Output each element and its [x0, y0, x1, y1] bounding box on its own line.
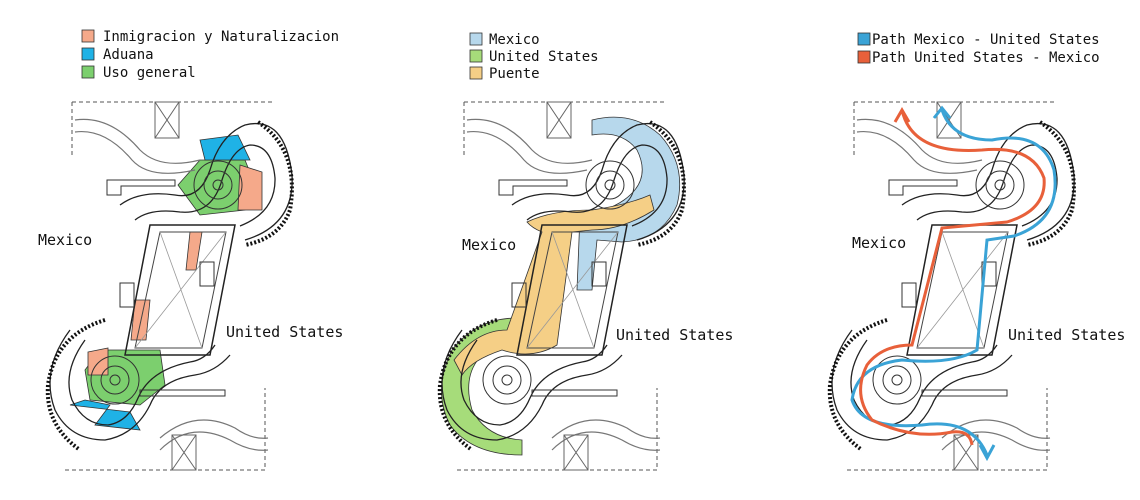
- legend-label-general: Uso general: [103, 65, 196, 81]
- legend-swatch-bridge: [469, 66, 483, 80]
- legend-label-mexico: Mexico: [489, 32, 540, 48]
- circulation-paths: [850, 105, 1057, 462]
- plan-drawing-3: [827, 100, 1077, 472]
- zone-immigration-lower: [87, 347, 109, 376]
- country-label-mexico: Mexico: [38, 231, 92, 249]
- country-label-mexico: Mexico: [462, 236, 516, 254]
- legend-swatch-immigration: [81, 29, 95, 43]
- legend-label-path-us-mx: Path United States - Mexico: [872, 50, 1100, 66]
- legend-swatch-path-mx-us: [857, 32, 871, 46]
- legend-label-immigration: Inmigracion y Naturalizacion: [103, 29, 339, 45]
- panel-program: Inmigracion y Naturalizacion Aduana Uso …: [38, 29, 343, 472]
- panel-paths: Path Mexico - United States Path United …: [827, 32, 1125, 472]
- legend-label-customs: Aduana: [103, 47, 154, 63]
- legend-swatch-path-us-mx: [857, 50, 871, 64]
- zone-customs-upper: [199, 134, 251, 161]
- legend-swatch-general: [81, 65, 95, 79]
- legend-swatch-mexico: [469, 32, 483, 46]
- legend-label-path-mx-us: Path Mexico - United States: [872, 32, 1100, 48]
- zone-bridge: [453, 194, 655, 376]
- arrow-head-mx-us-icon: [978, 444, 996, 462]
- program-zones: [69, 134, 263, 431]
- zone-customs-lower: [69, 399, 141, 431]
- legend-paths: Path Mexico - United States Path United …: [857, 32, 1100, 66]
- legend-territory: Mexico United States Puente: [469, 32, 599, 82]
- arrow-head-us-mx-icon: [893, 107, 911, 123]
- legend-label-us: United States: [489, 49, 599, 65]
- country-label-us: United States: [616, 326, 733, 344]
- country-label-mexico: Mexico: [852, 234, 906, 252]
- plan-drawing-1: [45, 100, 295, 472]
- path-us-to-mexico: [859, 109, 1046, 446]
- panel-territory: Mexico United States Puente Mexico Unite…: [437, 32, 733, 472]
- path-mexico-to-us: [850, 109, 1057, 456]
- legend-label-bridge: Puente: [489, 66, 540, 82]
- country-label-us: United States: [226, 323, 343, 341]
- legend-swatch-customs: [81, 47, 95, 61]
- zone-immigration-upper: [237, 164, 263, 211]
- legend-swatch-us: [469, 49, 483, 63]
- legend-program: Inmigracion y Naturalizacion Aduana Uso …: [81, 29, 339, 81]
- country-label-us: United States: [1008, 326, 1125, 344]
- territory-zones: [441, 116, 681, 456]
- arrow-tail-mx-us-icon: [932, 105, 952, 119]
